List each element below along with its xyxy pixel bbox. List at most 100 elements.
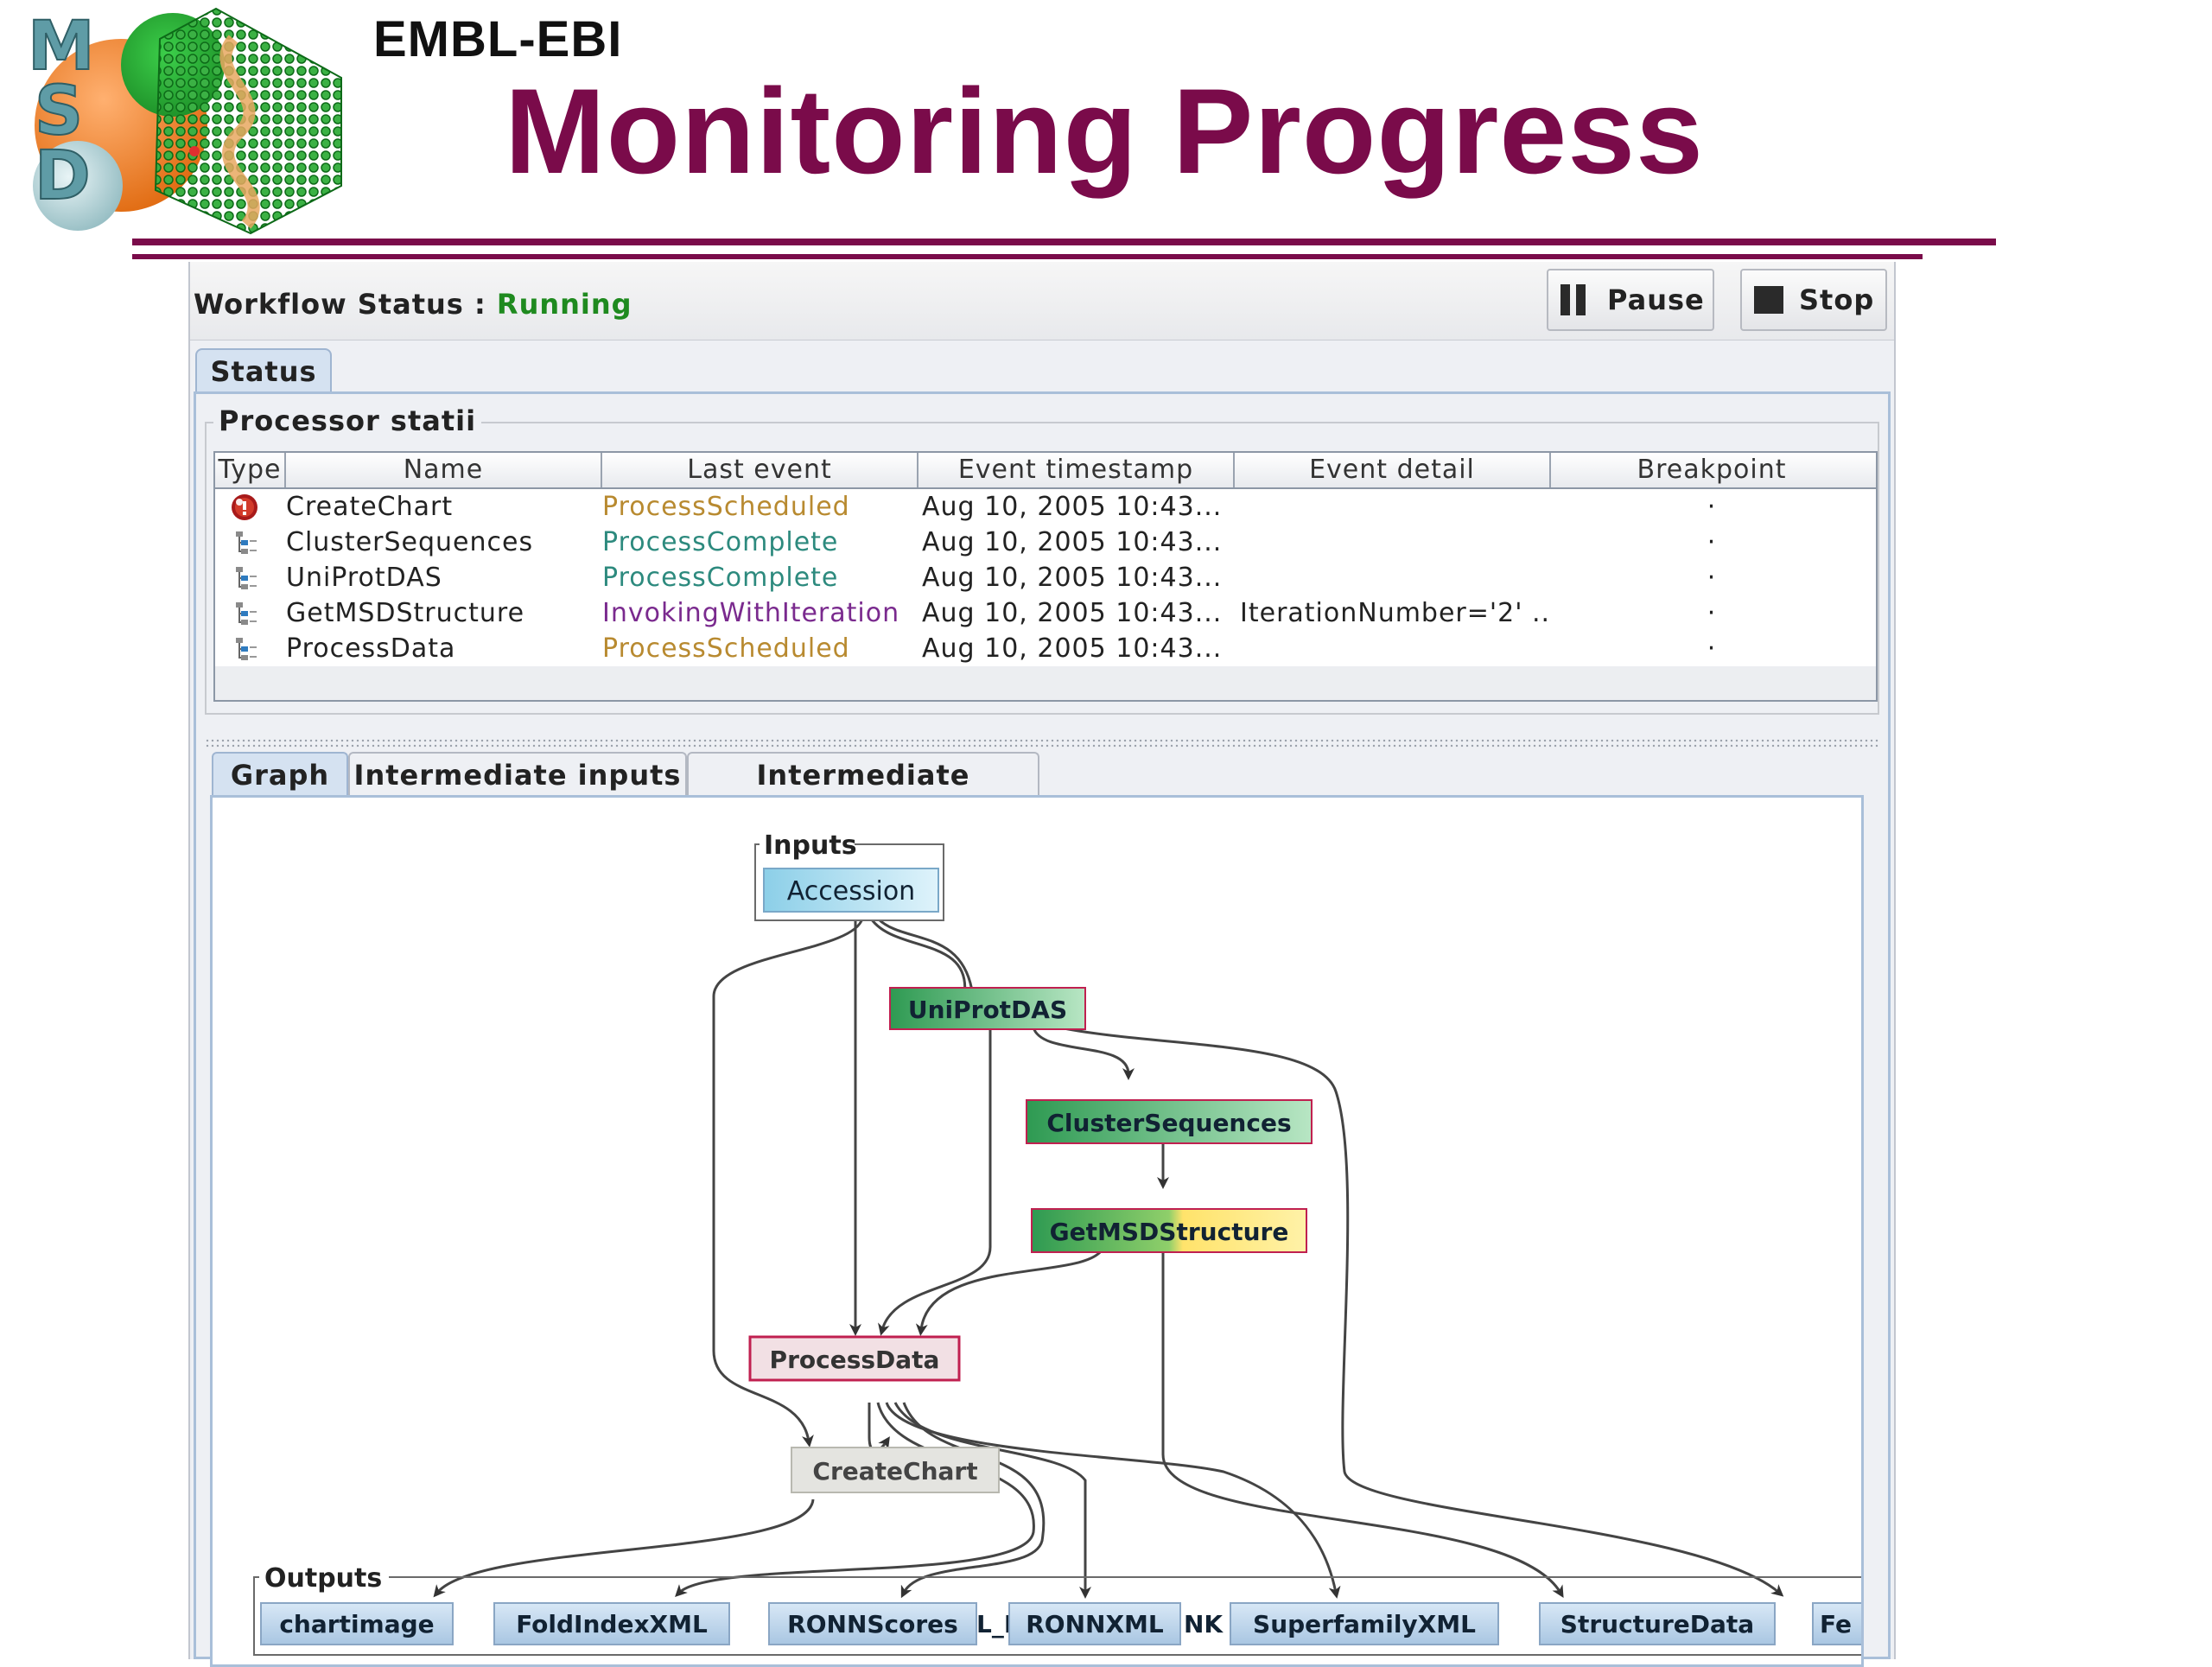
output-fe-label: Fe [1820,1610,1852,1638]
output-ronnxml[interactable] [1008,1602,1181,1645]
pause-icon [1560,284,1592,315]
row-name: ClusterSequences [286,527,534,557]
column-header-last-event[interactable]: Last event [602,453,918,487]
organization-label: EMBL-EBI [373,11,623,67]
overlap-fragment: NK [1184,1610,1224,1638]
processor-statii-group: Processor statii Type Name Last event Ev… [205,404,1879,715]
split-pane-divider[interactable] [205,738,1879,748]
row-name: GetMSDStructure [286,598,525,628]
row-breakpoint[interactable]: · [1707,598,1717,628]
output-foldindexxml-label: FoldIndexXML [516,1610,708,1638]
row-last-event: ProcessScheduled [602,492,850,522]
svg-text:S: S [35,73,83,150]
node-clustersequences[interactable] [1026,1099,1313,1144]
processor-icon [227,560,262,595]
table-row[interactable]: CreateChart ProcessScheduled Aug 10, 200… [215,489,1876,525]
tab-intermediate-outputs[interactable]: Intermediate outputs [687,752,1039,835]
output-fe[interactable] [1812,1602,1861,1645]
svg-text:D: D [35,137,91,215]
row-breakpoint[interactable]: · [1707,492,1717,522]
slide-title: Monitoring Progress [505,63,1704,199]
row-detail: IterationNumber='2' ... [1240,598,1551,628]
row-timestamp: Aug 10, 2005 10:43... [922,598,1223,628]
outputs-group-label: Outputs [264,1563,382,1594]
stop-icon [1754,286,1783,314]
title-rule-upper [132,239,1996,245]
processor-icon [227,525,262,560]
row-last-event: ProcessComplete [602,527,839,557]
node-getmsdstructure[interactable] [1031,1208,1307,1253]
stop-button[interactable]: Stop [1740,269,1887,331]
table-row[interactable]: ClusterSequences ProcessComplete Aug 10,… [215,525,1876,560]
inputs-group-label: Inputs [764,830,857,861]
node-processdata-label: ProcessData [770,1346,940,1374]
row-detail [1240,489,1551,525]
row-last-event: ProcessComplete [602,563,839,593]
pause-button[interactable]: Pause [1547,269,1714,331]
workflow-monitor-window: Workflow Status : Running Pause Stop Sta… [188,262,1896,1667]
outputs-group [253,1576,1861,1656]
row-timestamp: Aug 10, 2005 10:43... [922,492,1223,522]
output-foldindexxml[interactable] [493,1602,730,1645]
column-header-event-timestamp[interactable]: Event timestamp [918,453,1235,487]
row-detail [1240,525,1551,560]
processor-icon [227,631,262,666]
tab-intermediate-inputs[interactable]: Intermediate inputs [348,752,687,797]
graph-edges [433,917,1784,1599]
output-structuredata[interactable] [1539,1602,1776,1645]
node-accession-label: Accession [787,876,915,907]
table-row[interactable]: UniProtDAS ProcessComplete Aug 10, 2005 … [215,560,1876,595]
processor-statii-title: Processor statii [213,404,482,437]
row-breakpoint[interactable]: · [1707,563,1717,593]
row-breakpoint[interactable]: · [1707,633,1717,664]
table-row[interactable]: ProcessData ProcessScheduled Aug 10, 200… [215,631,1876,666]
output-ronnscores-label: RONNScores [787,1610,958,1638]
row-breakpoint[interactable]: · [1707,527,1717,557]
stop-button-label: Stop [1799,283,1875,316]
row-name: UniProtDAS [286,563,442,593]
processor-icon [227,595,262,631]
svg-text:M: M [28,8,95,86]
column-header-name[interactable]: Name [286,453,602,487]
table-row[interactable]: GetMSDStructure InvokingWithIteration Au… [215,595,1876,631]
error-icon [227,489,262,525]
msd-logo: M S D [27,7,342,235]
output-structuredata-label: StructureData [1560,1610,1754,1638]
workflow-status-value: Running [496,288,632,321]
output-superfamilyxml[interactable] [1230,1602,1499,1645]
node-processdata[interactable] [748,1335,961,1382]
output-ronnscores[interactable] [768,1602,977,1645]
overlap-fragment: L_I [976,1610,1013,1638]
row-timestamp: Aug 10, 2005 10:43... [922,633,1223,664]
tab-status[interactable]: Status [195,348,332,393]
row-detail [1240,560,1551,595]
table-header: Type Name Last event Event timestamp Eve… [215,453,1876,489]
output-chartimage[interactable] [260,1602,454,1645]
row-name: CreateChart [286,492,454,522]
title-rule-lower [132,254,1923,259]
workflow-graph: Inputs Accession UniProtDAS ClusterSeque… [253,830,1861,1656]
workflow-graph-panel: Inputs Accession UniProtDAS ClusterSeque… [210,795,1864,1667]
processor-table: Type Name Last event Event timestamp Eve… [213,451,1878,702]
column-header-type[interactable]: Type [215,453,286,487]
node-uniprotdas[interactable] [889,987,1086,1030]
node-clustersequences-label: ClusterSequences [1046,1109,1291,1137]
row-timestamp: Aug 10, 2005 10:43... [922,563,1223,593]
output-chartimage-label: chartimage [279,1610,434,1638]
tab-graph[interactable]: Graph [212,752,348,797]
row-last-event: ProcessScheduled [602,633,850,664]
row-name: ProcessData [286,633,456,664]
node-uniprotdas-label: UniProtDAS [908,996,1067,1024]
column-header-breakpoint[interactable]: Breakpoint [1637,455,1787,485]
status-toolbar: Workflow Status : Running Pause Stop [190,262,1894,340]
node-createchart[interactable] [791,1447,1000,1493]
status-panel: Processor statii Type Name Last event Ev… [194,391,1891,1667]
output-superfamilyxml-label: SuperfamilyXML [1253,1610,1476,1638]
row-last-event: InvokingWithIteration [602,598,900,628]
node-accession[interactable] [763,868,939,913]
node-getmsdstructure-label: GetMSDStructure [1050,1218,1289,1246]
output-ronnxml-label: RONNXML [1026,1610,1164,1638]
column-header-event-detail[interactable]: Event detail [1235,453,1551,487]
workflow-status-label: Workflow Status : [194,288,497,321]
workflow-status: Workflow Status : Running [194,288,632,321]
